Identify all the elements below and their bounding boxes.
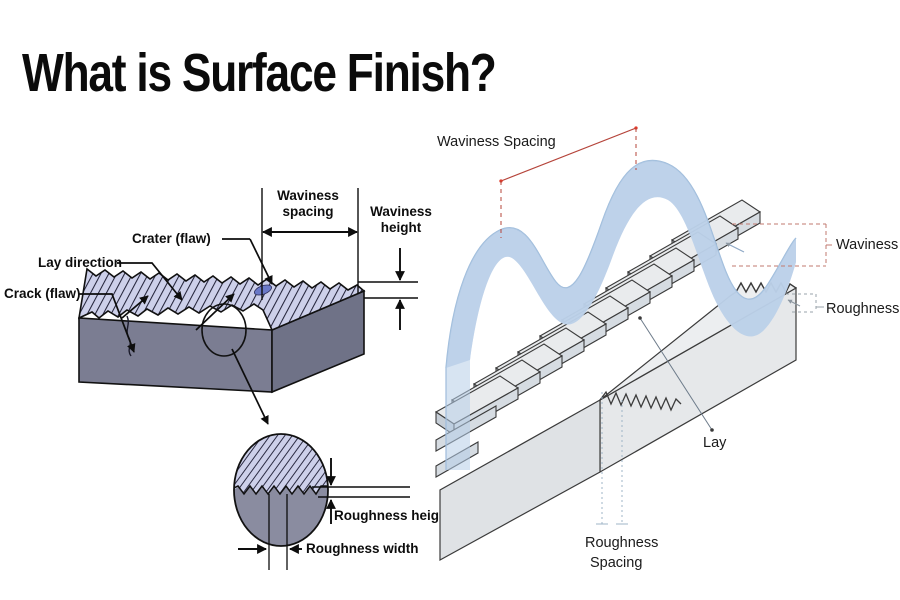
iso-block-front-face [439,398,601,562]
label-waviness-spacing-l2: spacing [282,204,333,219]
waviness-height-measure [358,248,418,330]
label-waviness: Waviness [836,237,898,253]
crack-leader [79,293,136,353]
lay-pointer [638,316,714,432]
roughness-spacing-measure [596,392,628,525]
waviness-surface [445,159,797,470]
detail-hatched-region [234,434,328,496]
lay-leader-line [639,317,713,431]
callout-leader [231,348,269,425]
label-roughness-height: Roughness height [334,508,452,523]
magnified-detail [233,433,410,570]
label-waviness-height-l1: Waviness [370,204,432,219]
label-waviness-spacing-l1: Waviness [277,188,339,203]
label-roughness-width: Roughness width [306,541,419,556]
lay-direction-leader [117,262,183,301]
label-crack-flaw: Crack (flaw) [4,286,81,301]
ws-red-span [499,126,638,183]
waviness-bracket [732,223,832,267]
roughness-bracket-pointer [787,299,801,307]
label-roughness-spacing-l2: Spacing [590,555,642,571]
label-waviness-spacing-right: Waviness Spacing [437,134,556,150]
waviness-spacing-measure-right [499,126,638,238]
lay-direction-arrows [121,293,235,331]
waviness-bracket-pointer [725,242,745,253]
crater-leader-arrow [249,238,273,285]
label-waviness-height-l2: height [381,220,422,235]
label-crater-flaw: Crater (flaw) [132,231,211,246]
lay-leader-origin-dot [638,316,642,320]
block-top-surface [77,267,366,332]
label-roughness-spacing-l1: Roughness [585,535,658,551]
left-block-body [77,267,366,394]
waviness-curtain [446,160,796,470]
roughness-bracket [786,293,824,313]
label-lay-direction: Lay direction [38,255,122,270]
left-leader-lines [79,238,273,425]
roughness-teeth-front-edge [599,390,682,412]
lay-leader-dot [710,428,714,432]
detail-ellipse-outline [233,433,329,547]
waviness-spacing-measure [261,188,359,300]
label-lay: Lay [703,435,727,451]
label-roughness: Roughness [826,301,899,317]
page-title: What is Surface Finish? [22,43,497,103]
